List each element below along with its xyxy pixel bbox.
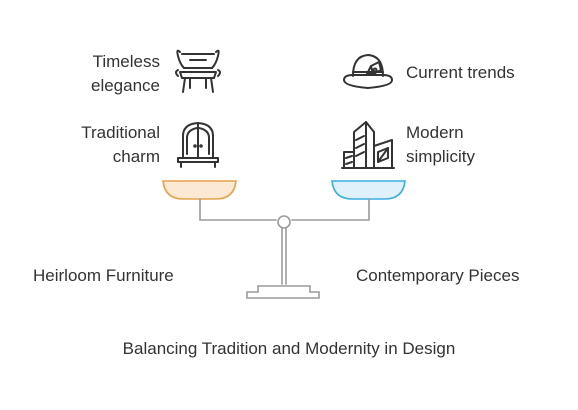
city-buildings-icon: [341, 121, 395, 169]
antique-chair-icon: [175, 49, 221, 93]
label-current-trends: Current trends: [406, 63, 515, 82]
left-pan: [162, 180, 237, 200]
ornate-cabinet-icon: [177, 122, 219, 168]
label-traditional-charm: Traditional charm: [81, 123, 160, 166]
right-side-title: Contemporary Pieces: [356, 266, 520, 285]
scale-post: [281, 227, 287, 285]
right-hanger: [291, 198, 370, 221]
right-pan: [331, 180, 406, 200]
pivot-knob: [277, 215, 291, 229]
diagram-caption: Balancing Tradition and Modernity in Des…: [122, 339, 456, 358]
scale-base: [246, 285, 320, 299]
left-hanger: [199, 198, 277, 221]
modern-hat-icon: [343, 54, 393, 89]
left-side-title: Heirloom Furniture: [33, 266, 174, 285]
label-modern-simplicity: Modern simplicity: [406, 123, 475, 166]
label-timeless-elegance: Timeless elegance: [90, 52, 160, 95]
